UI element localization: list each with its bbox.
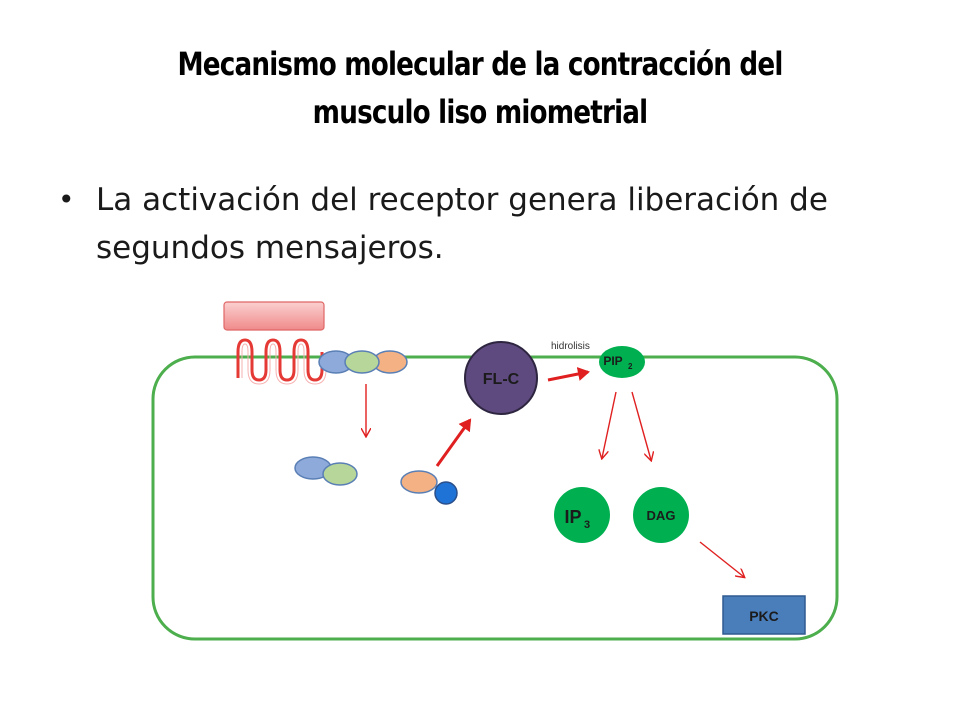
hydrolysis-label: hidrolisis: [551, 341, 590, 352]
ip3-node: [554, 487, 610, 543]
pkc-label: PKC: [749, 608, 779, 624]
g-protein-green-free: [322, 462, 358, 486]
g-alpha-orange: [400, 470, 438, 494]
bullet-text: La activación del receptor genera libera…: [96, 182, 828, 266]
flc-label: FL-C: [483, 371, 520, 388]
slide-title-line-1: Mecanismo molecular de la contracción de…: [177, 45, 783, 83]
dag-node: [633, 487, 689, 543]
bullet-icon: •: [58, 183, 75, 216]
receptor-coil-highlight: [241, 343, 327, 385]
ip3-subscript: 3: [584, 519, 590, 531]
ligand-box: [223, 301, 325, 331]
arrow-pip2-to-dag: [631, 391, 651, 460]
pkc-box: [722, 595, 806, 635]
arrow-flc-to-pip2: [547, 367, 590, 382]
arrow-pip2-to-ip3: [602, 391, 617, 458]
bullet-list: • La activación del receptor genera libe…: [58, 176, 918, 272]
pip2-node: [599, 346, 645, 378]
ip3-label: IP: [564, 507, 581, 527]
dag-label: DAG: [647, 508, 676, 523]
pip2-subscript: 2: [628, 362, 633, 371]
gtp-blue: [434, 481, 458, 505]
arrow-galpha-to-flc: [435, 418, 472, 467]
slide-title-line-2: musculo liso miometrial: [312, 93, 648, 131]
g-protein-green-membrane: [344, 350, 380, 374]
arrow-dag-to-pkc: [699, 541, 744, 577]
pip2-label: PIP: [603, 354, 622, 368]
receptor-coil: [236, 338, 324, 382]
flc-node: [464, 341, 538, 415]
slide-title: Mecanismo molecular de la contracción de…: [86, 40, 873, 136]
